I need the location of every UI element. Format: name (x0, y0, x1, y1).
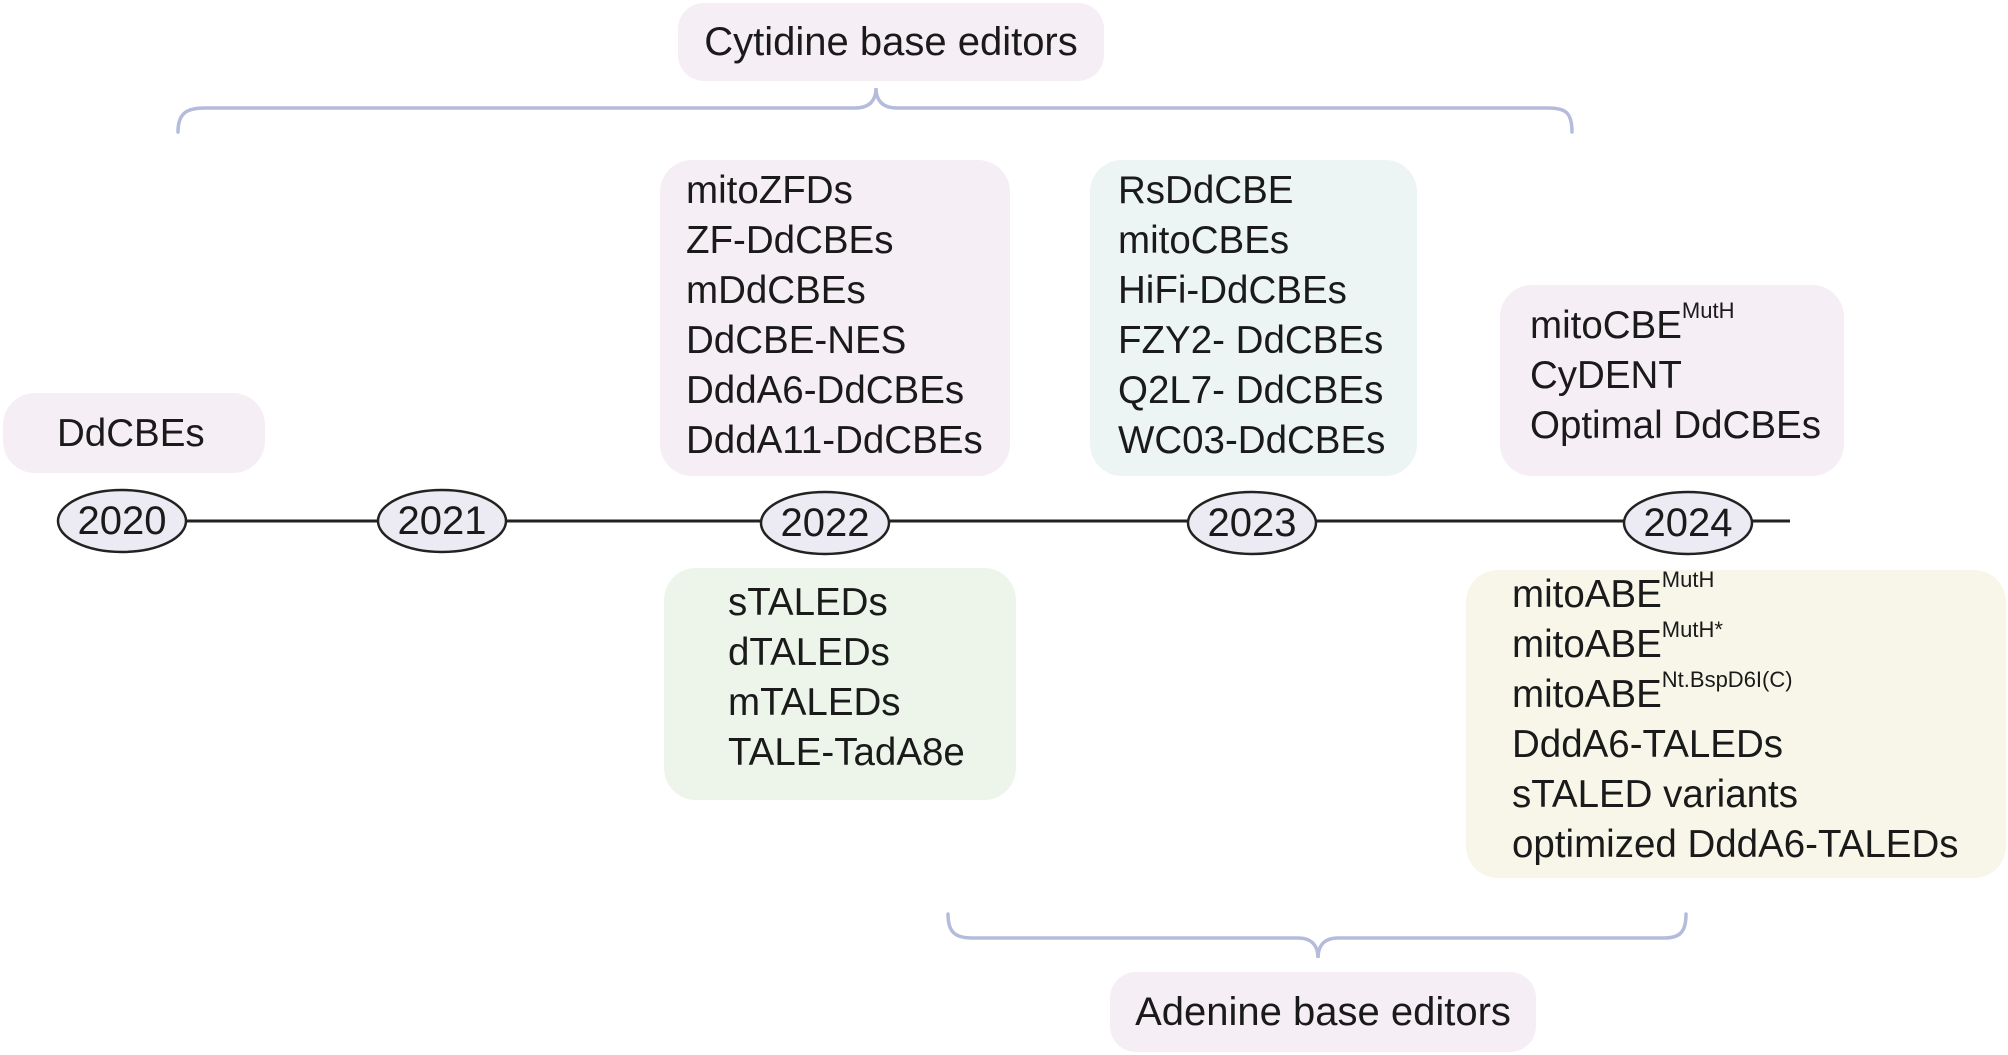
editor-name: ZF-DdCBEs (686, 219, 894, 262)
adenine-group-2022: sTALEDs dTALEDs mTALEDs TALE-TadA8e (664, 568, 1016, 800)
adenine-group-2024: mitoABEMutH mitoABEMutH* mitoABENt.BspD6… (1466, 567, 2006, 878)
cytidine-category-label: Cytidine base editors (678, 3, 1104, 81)
editor-name: RsDdCBE (1118, 169, 1294, 212)
editor-name: DddA6-TALEDs (1512, 723, 1784, 766)
cytidine-group-2022: mitoZFDs ZF-DdCBEs mDdCBEs DdCBE-NES Ddd… (660, 160, 1010, 476)
editor-superscript: MutH* (1661, 617, 1723, 642)
year-label: 2020 (77, 499, 167, 543)
cytidine-category-text: Cytidine base editors (704, 20, 1078, 64)
adenine-category-text: Adenine base editors (1135, 990, 1511, 1034)
year-node-2022 (759, 490, 891, 556)
year-label: 2021 (397, 499, 487, 543)
year-node-2020 (56, 488, 188, 554)
editor-name: sTALEDs (728, 581, 888, 624)
editor-name: CyDENT (1530, 354, 1682, 397)
editor-name: mitoCBEs (1118, 219, 1290, 262)
editor-superscript: MutH (1661, 567, 1715, 592)
editor-name: mitoABEMutH* (1512, 617, 1723, 667)
editor-superscript: MutH (1681, 298, 1735, 323)
editor-name: mTALEDs (728, 681, 901, 724)
editor-name: dTALEDs (728, 631, 890, 674)
year-node-2023 (1186, 490, 1318, 556)
adenine-brace (946, 912, 1688, 959)
editor-name: DdCBE-NES (686, 319, 907, 362)
year-node-2021 (376, 488, 508, 554)
editor-name: mitoZFDs (686, 169, 853, 212)
editor-name: mDdCBEs (686, 269, 866, 312)
cytidine-brace (176, 87, 1574, 134)
editor-name: DddA11-DdCBEs (686, 419, 983, 462)
editor-name: FZY2- DdCBEs (1118, 319, 1384, 362)
editor-name: mitoABEMutH (1512, 567, 1715, 617)
editor-name: sTALED variants (1512, 773, 1798, 816)
editor-superscript: Nt.BspD6I(C) (1661, 667, 1793, 692)
editor-name: mitoCBEMutH (1530, 298, 1735, 348)
year-label: 2023 (1207, 501, 1297, 545)
editor-name: TALE-TadA8e (728, 731, 965, 774)
editor-name: WC03-DdCBEs (1118, 419, 1386, 462)
editor-name: DdCBEs (57, 412, 205, 455)
cytidine-group-2024: mitoCBEMutH CyDENT Optimal DdCBEs (1500, 285, 1844, 476)
adenine-category-label: Adenine base editors (1110, 972, 1536, 1052)
editor-name: Optimal DdCBEs (1530, 404, 1821, 447)
cytidine-group-2023: RsDdCBE mitoCBEs HiFi-DdCBEs FZY2- DdCBE… (1090, 160, 1417, 476)
editor-name: Q2L7- DdCBEs (1118, 369, 1384, 412)
year-label: 2024 (1643, 501, 1733, 545)
editor-name: mitoABENt.BspD6I(C) (1512, 667, 1793, 717)
editor-name: optimized DddA6-TALEDs (1512, 823, 1959, 866)
editor-name: HiFi-DdCBEs (1118, 269, 1347, 312)
cytidine-group-2020: DdCBEs (3, 393, 265, 473)
year-label: 2022 (780, 501, 870, 545)
editor-name: DddA6-DdCBEs (686, 369, 965, 412)
year-node-2024 (1622, 490, 1754, 556)
